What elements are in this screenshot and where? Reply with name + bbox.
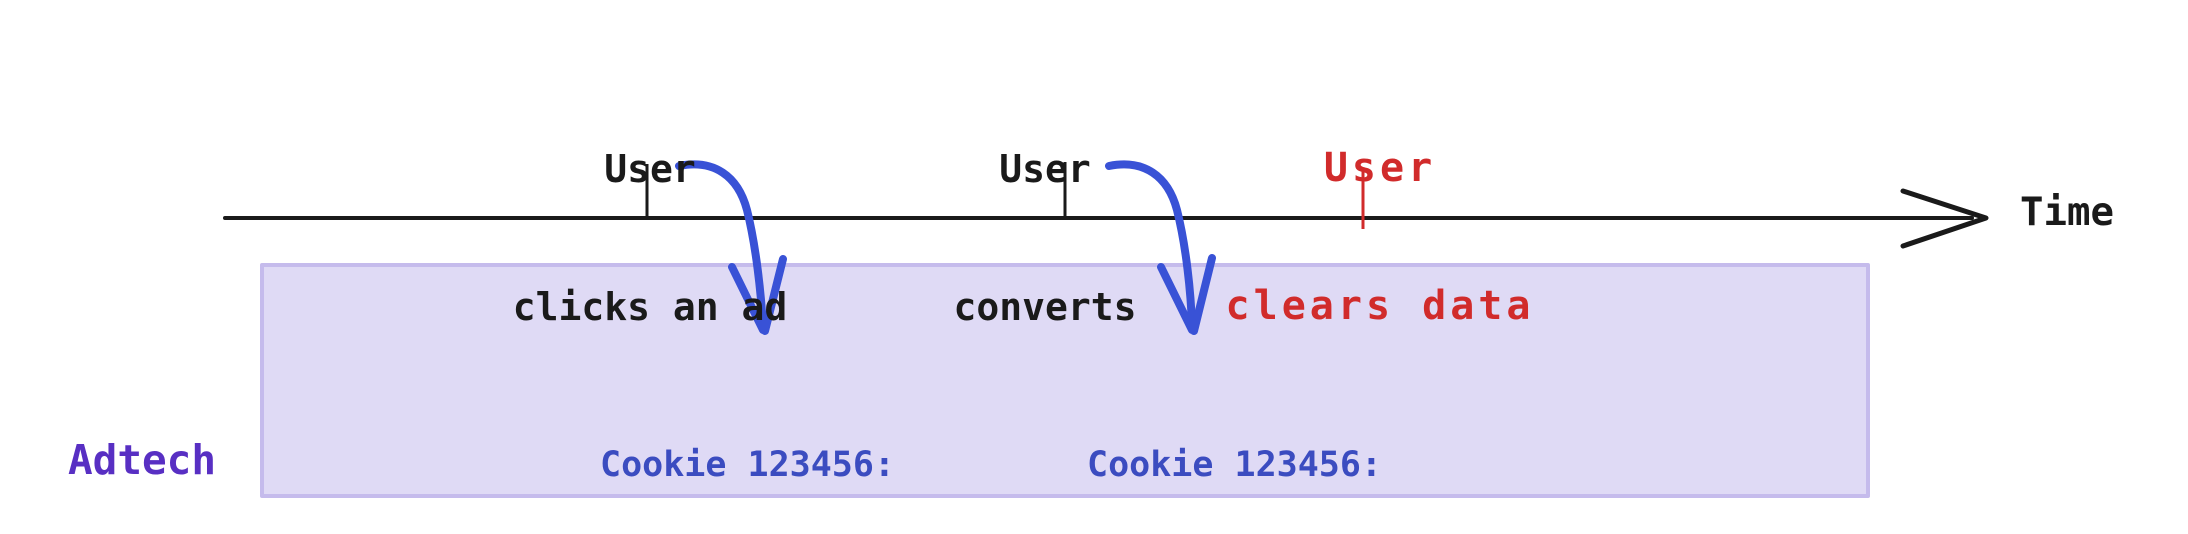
time-axis-arrowhead-icon	[1900, 188, 1989, 249]
server-label-line: Adtech	[67, 436, 217, 484]
event-label-line: converts	[953, 285, 1137, 329]
event-label-line: User	[999, 147, 1091, 191]
event-label-user-converts: User converts	[953, 54, 1136, 422]
cookie-record-converted: Cookie 123456: Converted	[1087, 340, 1382, 534]
event-label-line: clears data	[1225, 283, 1535, 329]
cookie-record-line: Cookie 123456:	[1087, 445, 1383, 485]
event-label-user-clicks-ad: User clicks an ad	[513, 54, 788, 422]
event-label-line: clicks an ad	[512, 285, 788, 329]
adtech-server-box	[260, 263, 1870, 498]
event-label-line: User	[604, 147, 696, 191]
cookie-record-ad-clicked: Cookie 123456: Ad clicked	[600, 340, 895, 534]
event-label-user-clears-data: User clears data	[1226, 53, 1535, 421]
event-label-line: User	[1323, 145, 1437, 191]
cookie-record-line: Cookie 123456:	[600, 445, 896, 485]
adtech-server-label: Adtech server	[68, 328, 216, 534]
time-axis-label: Time	[2020, 190, 2114, 235]
